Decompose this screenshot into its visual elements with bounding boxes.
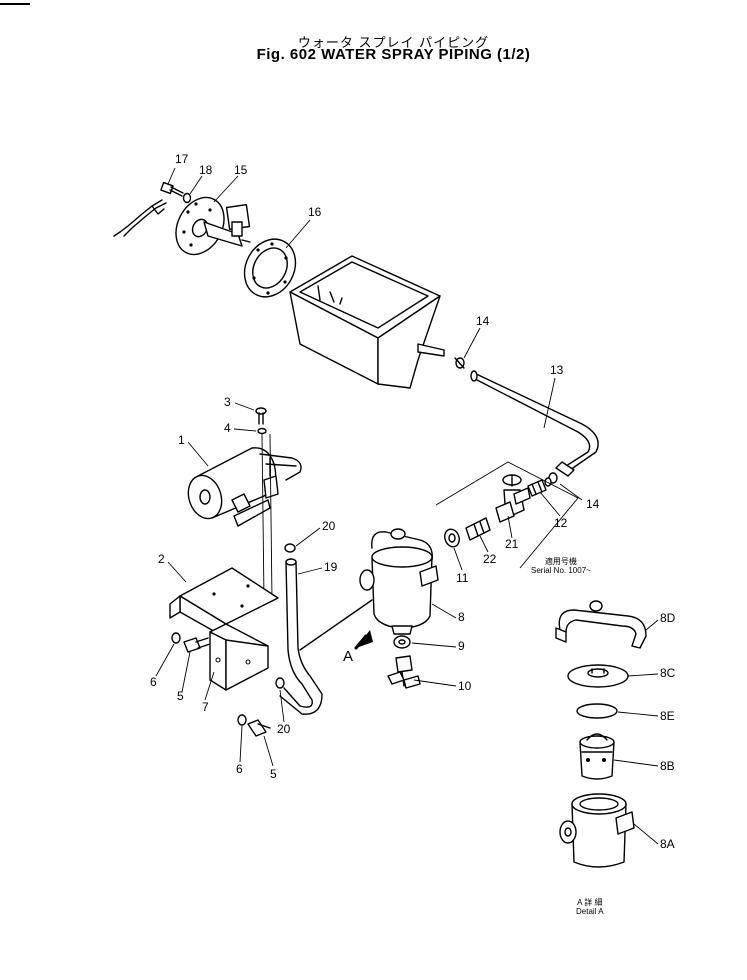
bracket-7 (210, 624, 268, 690)
clip-20-lower (276, 678, 284, 688)
detail-note: A 詳 細 Detail A (576, 898, 604, 916)
callout-8A: 8A (660, 837, 675, 851)
callout-2: 2 (158, 552, 165, 566)
nut-9 (394, 636, 410, 648)
callout-3: 3 (224, 395, 231, 409)
callout-4: 4 (224, 421, 231, 435)
callout-9: 9 (458, 639, 465, 653)
hose-19 (280, 559, 372, 714)
adapter-22 (466, 518, 490, 540)
serial-note: 適用号機 Serial No. 1007~ (531, 557, 591, 575)
bolt-17 (161, 183, 183, 196)
case-8A (560, 794, 634, 867)
callout-14-upper: 14 (476, 314, 490, 328)
callout-6-upper: 6 (150, 675, 157, 689)
callout-19: 19 (324, 560, 338, 574)
callout-21: 21 (505, 537, 519, 551)
callout-20-upper: 20 (322, 519, 336, 533)
clip-14-upper (455, 358, 464, 368)
valve-21 (496, 475, 530, 522)
bolt-5-lower (248, 720, 270, 736)
callout-11: 11 (456, 571, 469, 585)
figure-title-japanese: ウォータ スプレイ パイピング (297, 35, 490, 50)
leader-lines (156, 168, 658, 844)
level-sensor-15 (114, 189, 250, 263)
callout-13: 13 (550, 363, 564, 377)
detail-note-english: Detail A (576, 907, 604, 916)
view-arrow-a (356, 630, 373, 648)
callout-18: 18 (199, 163, 213, 177)
clip-14-lower (545, 473, 557, 486)
callout-5-lower: 5 (270, 767, 277, 781)
bolt-5-upper (184, 638, 210, 652)
gasket-16 (235, 230, 306, 306)
element-8B (580, 734, 614, 779)
callout-8B: 8B (660, 759, 675, 773)
figure-title: Fig. 602 WATER SPRAY PIPING (1/2) (256, 46, 531, 63)
motor-1 (183, 448, 301, 526)
hose-13 (471, 371, 598, 476)
callout-8D: 8D (660, 611, 676, 625)
bolt-3 (256, 408, 266, 424)
callout-5-upper: 5 (177, 689, 184, 703)
view-marker-a: A (343, 648, 354, 665)
callout-8: 8 (458, 610, 465, 624)
strainer-8 (360, 529, 438, 634)
washer-4 (258, 429, 266, 434)
drain-cock-10 (388, 656, 420, 688)
callout-1: 1 (178, 433, 185, 447)
callout-6-lower: 6 (236, 762, 243, 776)
callout-20-lower: 20 (277, 722, 291, 736)
nipple-12 (528, 480, 546, 496)
serial-group-bracket (436, 462, 578, 568)
callout-14-lower: 14 (586, 497, 600, 511)
water-tank (290, 256, 444, 388)
callout-16: 16 (308, 205, 322, 219)
o-ring-8E (577, 704, 617, 718)
washer-6-upper (172, 633, 180, 643)
callout-22: 22 (483, 552, 497, 566)
serial-note-japanese: 適用号機 (544, 557, 577, 566)
callout-8E: 8E (660, 709, 675, 723)
serial-note-english: Serial No. 1007~ (531, 566, 591, 575)
washer-18 (184, 194, 191, 203)
handle-8D (556, 601, 646, 648)
cover-8C (568, 665, 628, 687)
callout-10: 10 (458, 679, 472, 693)
corner-rule (0, 3, 30, 5)
callout-17: 17 (175, 152, 189, 166)
bracket-2 (170, 568, 278, 638)
detail-note-japanese: A 詳 細 (577, 898, 603, 907)
callout-8C: 8C (660, 666, 676, 680)
callout-12: 12 (554, 516, 568, 530)
washer-6-lower (238, 715, 246, 725)
callout-7: 7 (202, 700, 209, 714)
callout-15: 15 (234, 163, 248, 177)
elbow-11 (442, 527, 461, 549)
clip-20-upper (285, 544, 295, 552)
